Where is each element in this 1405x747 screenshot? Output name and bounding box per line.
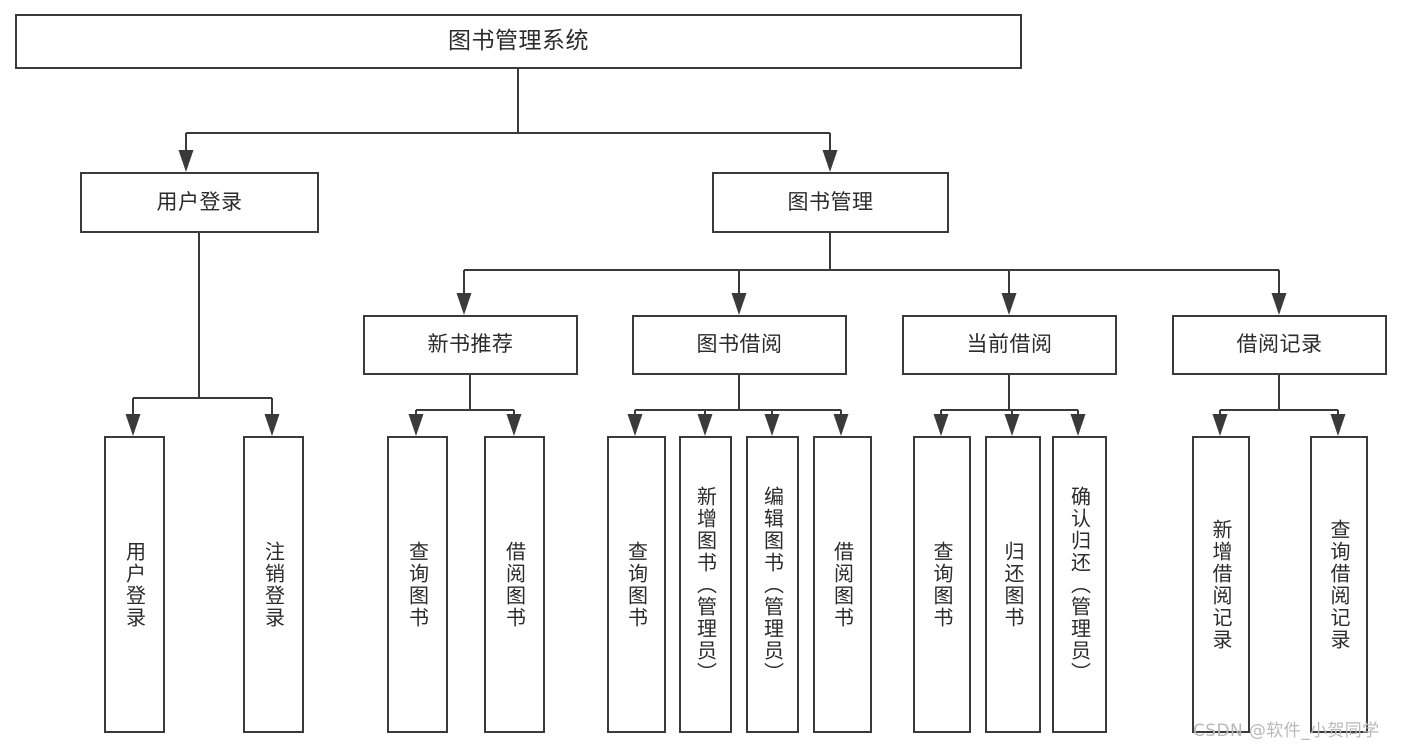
node-label: 借阅记录 bbox=[1236, 332, 1323, 357]
node-label: 确认归还（管理员） bbox=[1067, 485, 1092, 684]
node-label: 用户登录 bbox=[122, 540, 147, 629]
node-current-borrow[interactable]: 当前借阅 bbox=[902, 315, 1117, 375]
node-label: 归还图书 bbox=[1001, 540, 1025, 629]
arrowhead bbox=[822, 150, 838, 172]
node-label: 注销登录 bbox=[261, 540, 286, 629]
node-leaf-user-logout[interactable]: 注销登录 bbox=[243, 436, 304, 733]
node-label: 借阅图书 bbox=[830, 540, 855, 629]
arrowhead bbox=[933, 414, 949, 436]
node-user-login[interactable]: 用户登录 bbox=[80, 172, 319, 233]
node-leaf-cur-confirm[interactable]: 确认归还（管理员） bbox=[1052, 436, 1107, 733]
arrowhead bbox=[833, 414, 849, 436]
node-root[interactable]: 图书管理系统 bbox=[15, 14, 1022, 69]
node-book-borrow[interactable]: 图书借阅 bbox=[632, 315, 847, 375]
node-label: 图书借阅 bbox=[696, 332, 783, 357]
arrowhead bbox=[697, 414, 713, 436]
node-leaf-rec-query[interactable]: 查询图书 bbox=[387, 436, 448, 733]
node-leaf-cur-return[interactable]: 归还图书 bbox=[985, 436, 1041, 733]
node-label: 查询图书 bbox=[930, 540, 954, 629]
node-label: 图书管理 bbox=[787, 189, 874, 214]
node-leaf-rec-search[interactable]: 查询借阅记录 bbox=[1310, 436, 1368, 733]
node-label: 查询图书 bbox=[624, 540, 649, 629]
node-leaf-borrow-do[interactable]: 借阅图书 bbox=[813, 436, 872, 733]
arrowhead bbox=[408, 414, 424, 436]
arrowhead bbox=[264, 414, 280, 436]
node-leaf-rec-add[interactable]: 新增借阅记录 bbox=[1192, 436, 1250, 733]
node-label: 新增图书（管理员） bbox=[693, 485, 718, 684]
arrowhead bbox=[125, 414, 141, 436]
node-borrow-record[interactable]: 借阅记录 bbox=[1172, 315, 1387, 375]
arrowhead bbox=[1070, 414, 1086, 436]
node-label: 用户登录 bbox=[156, 189, 243, 214]
node-label: 借阅图书 bbox=[502, 540, 527, 629]
node-leaf-user-login[interactable]: 用户登录 bbox=[104, 436, 165, 733]
arrowhead bbox=[506, 414, 522, 436]
arrowhead bbox=[178, 150, 194, 172]
arrowhead bbox=[456, 293, 472, 315]
arrowhead bbox=[627, 414, 643, 436]
node-new-book-rec[interactable]: 新书推荐 bbox=[363, 315, 578, 375]
node-label: 当前借阅 bbox=[966, 332, 1053, 357]
arrowhead bbox=[1330, 414, 1346, 436]
node-leaf-rec-borrow[interactable]: 借阅图书 bbox=[484, 436, 545, 733]
arrowhead bbox=[764, 414, 780, 436]
node-leaf-borrow-add[interactable]: 新增图书（管理员） bbox=[679, 436, 732, 733]
node-leaf-cur-query[interactable]: 查询图书 bbox=[913, 436, 971, 733]
node-label: 编辑图书（管理员） bbox=[760, 485, 785, 684]
node-label: 查询借阅记录 bbox=[1327, 518, 1351, 651]
node-label: 新书推荐 bbox=[427, 332, 514, 357]
arrowhead bbox=[1001, 293, 1017, 315]
arrowhead bbox=[1212, 414, 1228, 436]
node-label: 新增借阅记录 bbox=[1209, 518, 1233, 651]
node-label: 图书管理系统 bbox=[448, 28, 589, 55]
arrowhead bbox=[1004, 414, 1020, 436]
node-leaf-borrow-query[interactable]: 查询图书 bbox=[607, 436, 666, 733]
arrowhead bbox=[731, 293, 747, 315]
arrowhead bbox=[1271, 293, 1287, 315]
node-leaf-borrow-edit[interactable]: 编辑图书（管理员） bbox=[746, 436, 799, 733]
node-book-manage[interactable]: 图书管理 bbox=[712, 172, 949, 233]
node-label: 查询图书 bbox=[405, 540, 430, 629]
csdn-watermark: CSDN @软件_小贺同学 bbox=[1193, 721, 1380, 741]
